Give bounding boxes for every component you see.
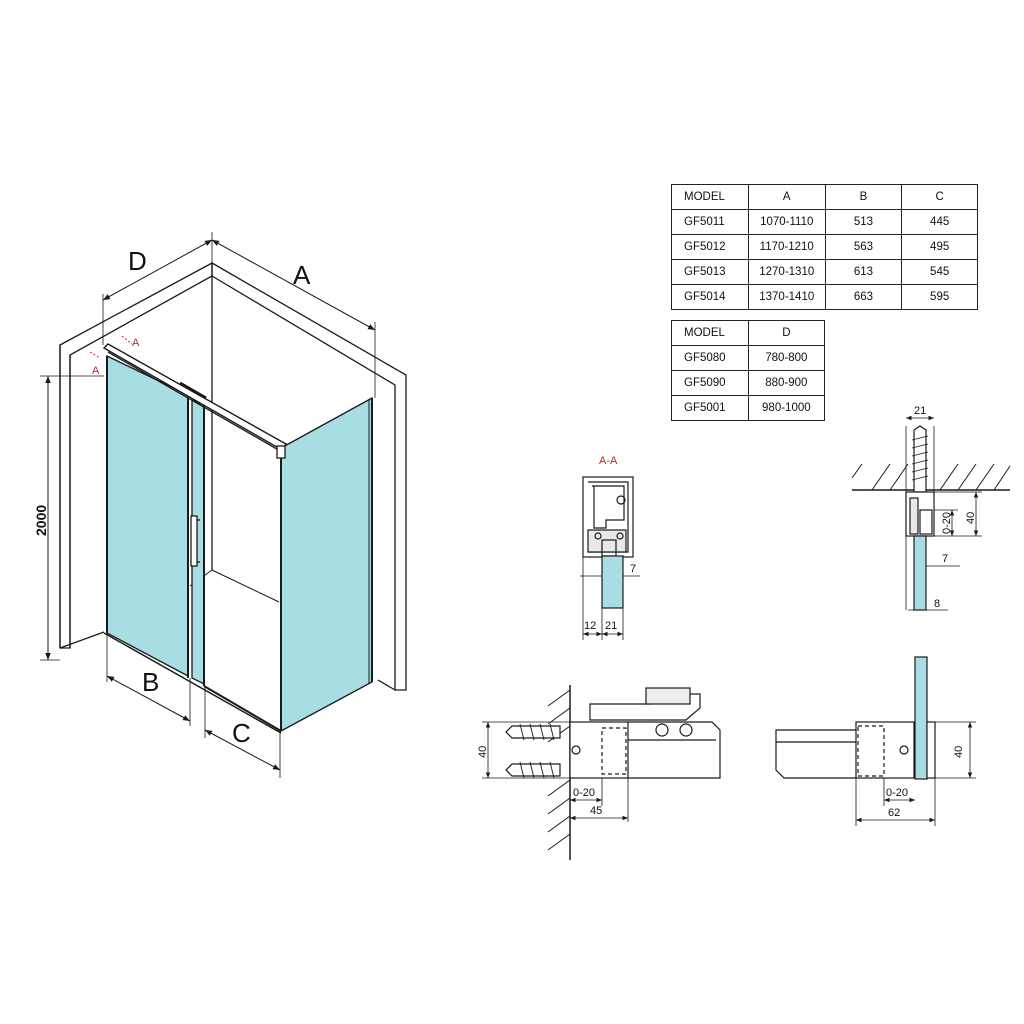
ceiling-mount-detail bbox=[851, 415, 1011, 611]
dim-section-glass: 7 bbox=[630, 563, 636, 575]
cell-d: 780-800 bbox=[747, 345, 826, 371]
dim-profile-height: 40 bbox=[953, 746, 965, 758]
cell-c: 495 bbox=[901, 234, 978, 260]
section-mark-upper: A bbox=[132, 337, 140, 349]
dim-profile-depth: 62 bbox=[888, 807, 900, 819]
section-title: A-A bbox=[599, 455, 618, 467]
front-fixed-glass bbox=[106, 354, 189, 678]
header-d: D bbox=[747, 320, 826, 346]
wall-mount-detail bbox=[482, 685, 721, 860]
dim-line-A bbox=[211, 239, 376, 331]
header-model: MODEL bbox=[671, 320, 749, 346]
cell-model: GF5011 bbox=[671, 209, 749, 235]
model-table-abc: MODEL A B C GF5011 1070-1110 513 445 GF5… bbox=[671, 184, 978, 310]
table-row: GF5013 1270-1310 613 545 bbox=[671, 259, 978, 285]
section-aa-detail bbox=[580, 476, 640, 640]
cell-model: GF5080 bbox=[671, 345, 749, 371]
label-A: A bbox=[293, 260, 311, 290]
profile-glass bbox=[914, 656, 928, 780]
table-header: MODEL D bbox=[671, 320, 826, 346]
section-mark-lower: A bbox=[92, 365, 100, 377]
table-row: GF5012 1170-1210 563 495 bbox=[671, 234, 978, 260]
cell-model: GF5012 bbox=[671, 234, 749, 260]
table-row: GF5080 780-800 bbox=[671, 345, 826, 371]
dim-line-D bbox=[102, 239, 213, 301]
cell-model: GF5014 bbox=[671, 284, 749, 310]
cell-c: 595 bbox=[901, 284, 978, 310]
table-row: GF5090 880-900 bbox=[671, 370, 826, 396]
model-table-d: MODEL D GF5080 780-800 GF5090 880-900 GF… bbox=[671, 320, 826, 421]
section-glass bbox=[601, 555, 624, 609]
dim-ceiling-adjust: 0-20 bbox=[941, 512, 953, 534]
header-model: MODEL bbox=[671, 184, 749, 210]
cell-model: GF5001 bbox=[671, 395, 749, 421]
cell-a: 1370-1410 bbox=[747, 284, 826, 310]
cell-d: 980-1000 bbox=[747, 395, 826, 421]
cell-c: 445 bbox=[901, 209, 978, 235]
cell-b: 613 bbox=[824, 259, 903, 285]
cell-b: 513 bbox=[824, 209, 903, 235]
dim-wall-adjust: 0-20 bbox=[573, 787, 595, 799]
header-b: B bbox=[824, 184, 903, 210]
label-height: 2000 bbox=[33, 505, 49, 536]
cell-c: 545 bbox=[901, 259, 978, 285]
dim-section-offset: 12 bbox=[584, 620, 596, 632]
label-C: C bbox=[232, 718, 251, 748]
table-header: MODEL A B C bbox=[671, 184, 978, 210]
cell-model: GF5013 bbox=[671, 259, 749, 285]
dim-ceiling-width: 21 bbox=[914, 405, 926, 417]
cell-d: 880-900 bbox=[747, 370, 826, 396]
dim-ceiling-height: 40 bbox=[965, 512, 977, 524]
profile-end-detail bbox=[775, 656, 976, 826]
label-B: B bbox=[142, 667, 159, 697]
dim-ceiling-gap: 8 bbox=[934, 598, 940, 610]
side-panel-glass bbox=[280, 396, 373, 733]
cell-a: 1270-1310 bbox=[747, 259, 826, 285]
cell-b: 563 bbox=[824, 234, 903, 260]
dim-line-B bbox=[106, 675, 191, 722]
header-c: C bbox=[901, 184, 978, 210]
table-row: GF5011 1070-1110 513 445 bbox=[671, 209, 978, 235]
top-rail bbox=[102, 343, 288, 451]
ceiling-glass bbox=[913, 535, 927, 611]
dim-wall-depth: 45 bbox=[590, 805, 602, 817]
door-handle bbox=[190, 515, 198, 567]
table-row: GF5001 980-1000 bbox=[671, 395, 826, 421]
dim-profile-adjust: 0-20 bbox=[886, 787, 908, 799]
shower-3d-view bbox=[40, 232, 407, 778]
dim-wall-height: 40 bbox=[477, 746, 489, 758]
dim-line-C bbox=[204, 729, 281, 771]
dim-section-width: 21 bbox=[605, 620, 617, 632]
cell-a: 1170-1210 bbox=[747, 234, 826, 260]
table-row: GF5014 1370-1410 663 595 bbox=[671, 284, 978, 310]
cell-a: 1070-1110 bbox=[747, 209, 826, 235]
dim-ceiling-glass: 7 bbox=[942, 553, 948, 565]
cell-b: 663 bbox=[824, 284, 903, 310]
label-D: D bbox=[128, 246, 147, 276]
header-a: A bbox=[747, 184, 826, 210]
cell-model: GF5090 bbox=[671, 370, 749, 396]
